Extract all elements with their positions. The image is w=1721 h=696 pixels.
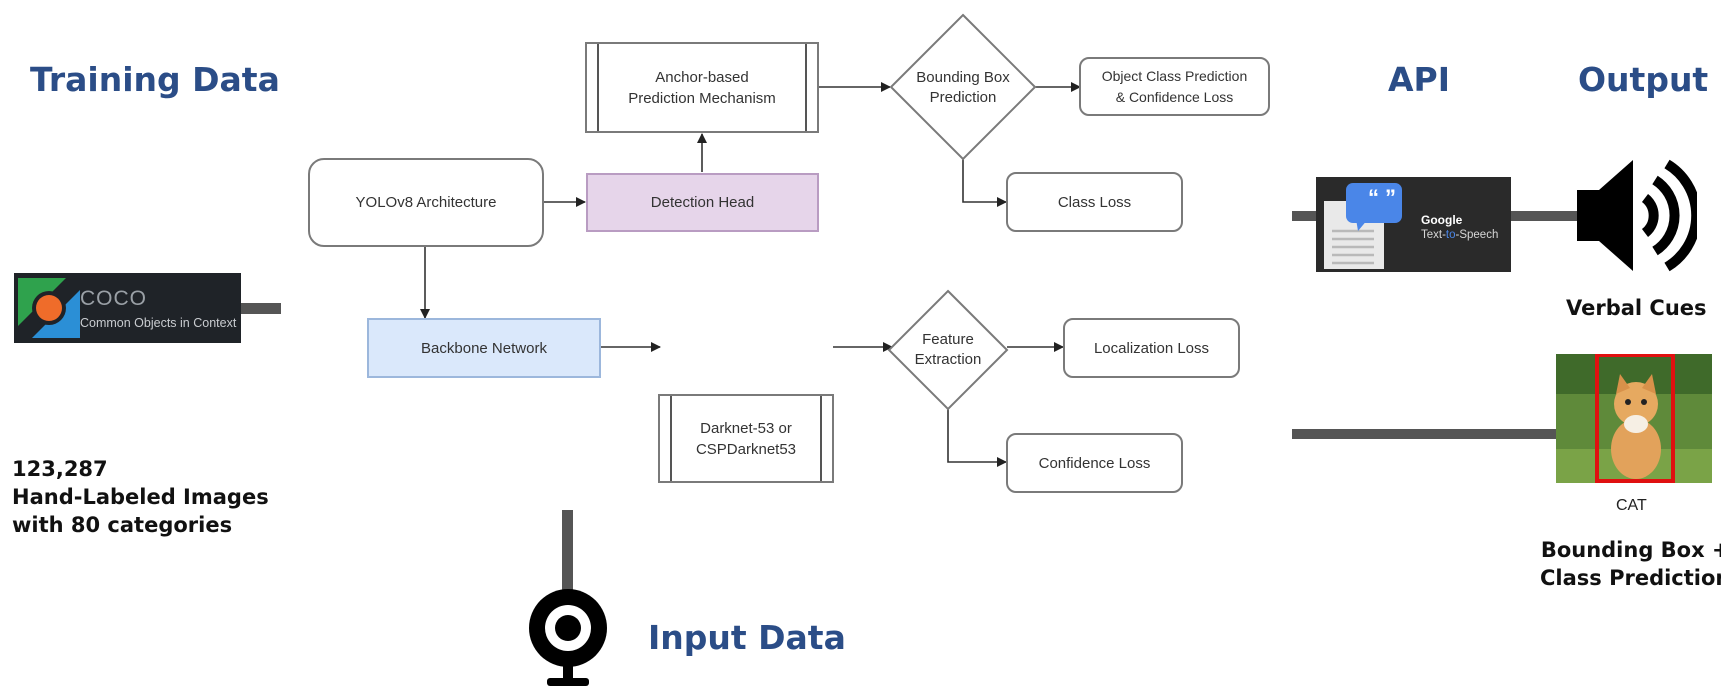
darknet-line-1: Darknet-53 or: [700, 419, 792, 437]
bbox-prediction-diamond: [889, 13, 1037, 161]
coco-subtitle: Common Objects in Context: [80, 316, 237, 330]
document-quote-icon: [1324, 183, 1402, 269]
bbox-output-label: Bounding Box + Class Prediction: [1540, 536, 1721, 592]
class-loss-box: Class Loss: [1006, 172, 1183, 232]
tts-product: Text-to-Speech: [1421, 229, 1499, 241]
speaker-icon: [1577, 159, 1697, 272]
yolo-label: YOLOv8 Architecture: [355, 194, 497, 211]
confidence-loss-label: Confidence Loss: [1038, 454, 1151, 472]
image-count: 123,287: [12, 457, 108, 481]
bbox-output-line-2: Class Prediction: [1540, 566, 1721, 590]
bounding-box-rect: [1595, 354, 1675, 483]
coco-logo: COCO Common Objects in Context: [14, 273, 241, 343]
cat-class-label: CAT: [1616, 497, 1647, 514]
confidence-loss-box: Confidence Loss: [1006, 433, 1183, 493]
input-data-heading: Input Data: [648, 618, 846, 657]
stats-line-2: with 80 categories: [12, 513, 233, 537]
cat-detection-image: [1556, 354, 1712, 483]
google-tts-logo: “ ” Google Text-to-Speech: [1316, 177, 1511, 272]
quote-glyph: “ ”: [1367, 185, 1397, 210]
detection-head-box: Detection Head: [586, 173, 819, 232]
image-output-connector: [1292, 429, 1556, 439]
api-left-connector: [1292, 211, 1318, 221]
bbox-diamond-line-2: Prediction: [930, 89, 997, 106]
feature-extraction-diamond: [887, 289, 1009, 411]
darknet-box: Darknet-53 or CSPDarknet53: [658, 394, 834, 483]
stats-line-1: Hand-Labeled Images: [12, 485, 269, 509]
anchor-line-1: Anchor-based: [655, 68, 749, 86]
objclass-line-2: & Confidence Loss: [1115, 88, 1234, 105]
bbox-diamond-line-1: Bounding Box: [916, 69, 1010, 86]
coco-title: COCO: [80, 287, 147, 310]
backbone-label: Backbone Network: [421, 339, 547, 357]
feature-diamond-line-1: Feature: [922, 331, 974, 348]
feature-diamond-line-2: Extraction: [915, 351, 982, 368]
training-data-heading: Training Data: [30, 60, 280, 99]
webcam-connector: [562, 510, 573, 590]
verbal-cues-label: Verbal Cues: [1566, 296, 1707, 320]
output-heading: Output: [1578, 60, 1709, 99]
yolo-architecture-box: YOLOv8 Architecture: [308, 158, 544, 247]
anchor-line-2: Prediction Mechanism: [628, 89, 776, 107]
tts-brand: Google: [1421, 213, 1463, 227]
training-stats: 123,287 Hand-Labeled Images with 80 cate…: [12, 455, 269, 539]
detection-head-label: Detection Head: [650, 194, 755, 211]
darknet-line-2: CSPDarknet53: [695, 440, 797, 458]
objclass-line-1: Object Class Prediction: [1101, 67, 1248, 84]
webcam-icon: [529, 589, 607, 686]
bbox-output-line-1: Bounding Box +: [1540, 538, 1721, 562]
api-heading: API: [1388, 60, 1451, 99]
api-output-connector: [1509, 211, 1577, 221]
coco-emblem-icon: [18, 278, 80, 338]
localization-loss-label: Localization Loss: [1093, 339, 1210, 357]
class-loss-label: Class Loss: [1057, 193, 1132, 211]
anchor-prediction-box: Anchor-based Prediction Mechanism: [585, 42, 819, 133]
backbone-network-box: Backbone Network: [367, 318, 601, 378]
localization-loss-box: Localization Loss: [1063, 318, 1240, 378]
coco-connector: [241, 303, 281, 314]
object-class-prediction-box: Object Class Prediction & Confidence Los…: [1079, 57, 1270, 116]
